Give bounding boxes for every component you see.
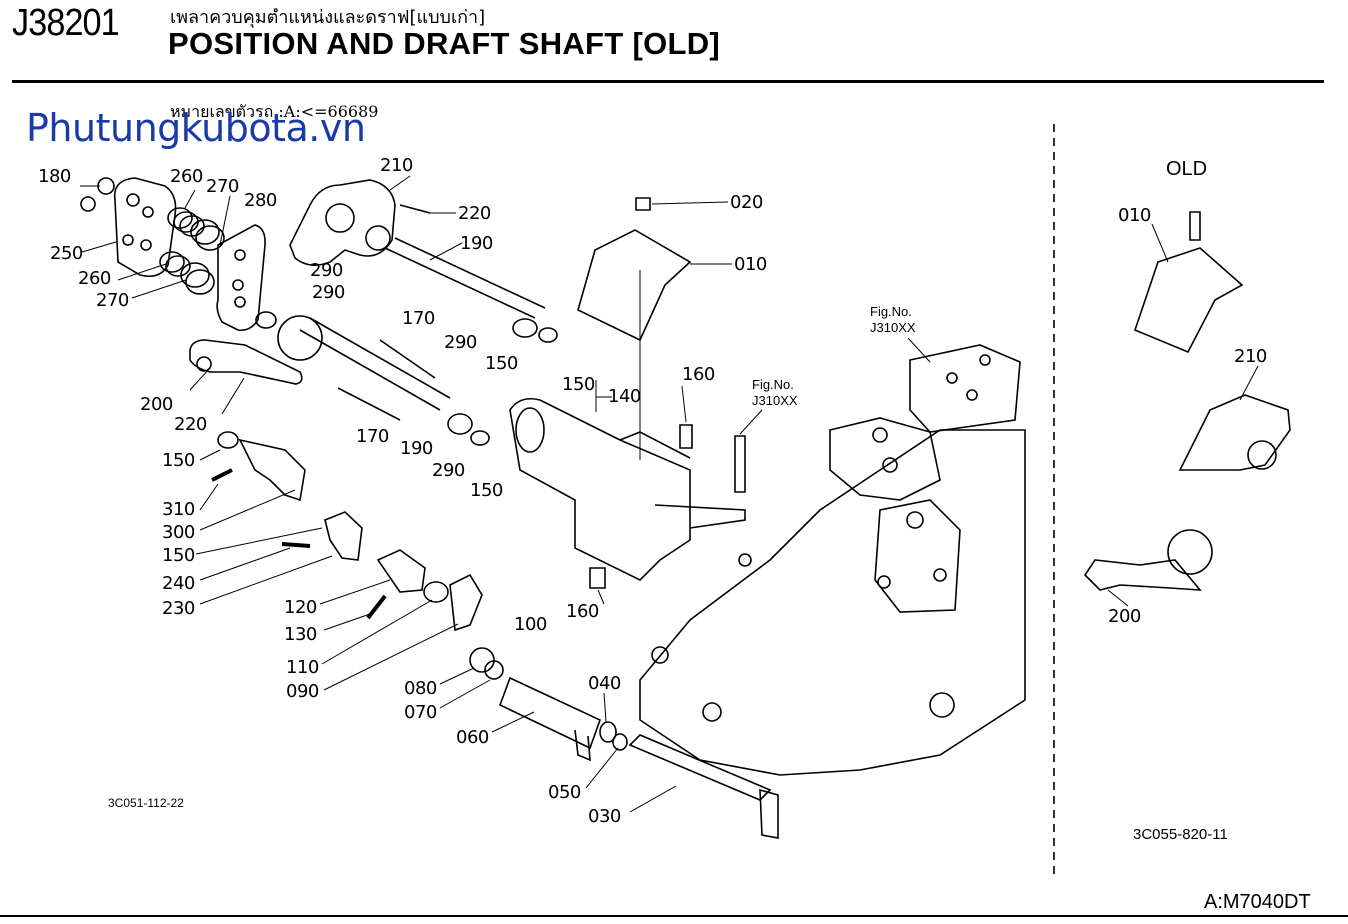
fig-ref-line: Fig.No. — [752, 377, 794, 392]
bracket-arm — [654, 504, 746, 529]
part-label: 170 — [402, 308, 435, 329]
figure-ref-b: Fig.No. J310XX — [752, 377, 798, 409]
shaft-190-upper — [384, 237, 546, 319]
valve-block — [909, 344, 1021, 433]
part-label: 080 — [404, 678, 437, 699]
part-label: 120 — [284, 597, 317, 618]
part-label: 310 — [162, 499, 195, 520]
arm-200 — [189, 339, 303, 385]
part-label: 160 — [566, 601, 599, 622]
bolts-170 — [337, 339, 436, 421]
part-label: 090 — [286, 681, 319, 702]
part-label: 220 — [458, 203, 491, 224]
drawing-code-left: 3C051-112-22 — [108, 796, 184, 810]
fig-ref-line: J310XX — [752, 393, 798, 408]
part-label: 200 — [1108, 606, 1141, 627]
header-divider — [12, 80, 1324, 83]
model-code: A:M7040DT — [1204, 891, 1311, 913]
part-label: 170 — [356, 426, 389, 447]
part-label: 240 — [162, 573, 195, 594]
part-label: 290 — [312, 282, 345, 303]
bracket-140 — [509, 397, 691, 581]
part-label: 050 — [548, 782, 581, 803]
page-title: POSITION AND DRAFT SHAFT [OLD] — [168, 26, 721, 61]
part-label: 150 — [485, 353, 518, 374]
shaft-060 — [498, 676, 601, 750]
drawing-code-right: 3C055-820-11 — [1133, 826, 1228, 843]
part-label: 020 — [730, 192, 763, 213]
part-label: 040 — [588, 673, 621, 694]
part-label: 270 — [206, 176, 239, 197]
old-arm-210 — [1178, 394, 1291, 471]
footer-rule — [0, 915, 1348, 917]
lever-240 — [324, 511, 363, 561]
watermark-logo: Phutungkubota.vn — [26, 106, 366, 150]
old-arm-200 — [1083, 559, 1202, 591]
part-label: 150 — [562, 374, 595, 395]
part-label: 210 — [380, 155, 413, 176]
part-label: 300 — [162, 522, 195, 543]
serial-condition: หมายเลขตัวรถ.:A:<=66689 — [170, 102, 379, 121]
part-label: 280 — [244, 190, 277, 211]
part-label: 030 — [588, 806, 621, 827]
part-label: 150 — [162, 450, 195, 471]
part-label: 290 — [432, 460, 465, 481]
part-label: 250 — [50, 243, 83, 264]
housing — [639, 429, 1026, 776]
part-label: 140 — [608, 386, 641, 407]
part-label: 260 — [170, 166, 203, 187]
fig-ref-line: Fig.No. — [870, 304, 912, 319]
shaft-030 — [628, 734, 772, 801]
lever-300 — [238, 438, 306, 502]
part-label: 190 — [460, 233, 493, 254]
old-panel-label: OLD — [1166, 158, 1208, 180]
part-label: 150 — [162, 545, 195, 566]
part-label: 200 — [140, 394, 173, 415]
shaft-190-lower — [299, 317, 451, 411]
page-code: J38201 — [12, 2, 120, 44]
part-label: 190 — [400, 438, 433, 459]
part-label: 290 — [310, 260, 343, 281]
part-label: 100 — [514, 614, 547, 635]
part-label: 150 — [470, 480, 503, 501]
part-label: 010 — [1118, 205, 1151, 226]
part-label: 260 — [78, 268, 111, 289]
sleeve-120 — [376, 549, 426, 593]
plate-280 — [216, 224, 266, 332]
old-cover-010 — [1134, 247, 1244, 354]
part-label: 210 — [1234, 346, 1267, 367]
part-label: 180 — [38, 166, 71, 187]
leader-lines — [80, 175, 1259, 813]
figure-ref-a: Fig.No. J310XX — [870, 304, 916, 336]
fig-ref-line: J310XX — [870, 320, 916, 335]
plate-110 — [449, 573, 483, 632]
part-label: 230 — [162, 598, 195, 619]
part-label: 070 — [404, 702, 437, 723]
cover-010 — [577, 229, 692, 342]
arm-210 — [289, 179, 396, 266]
part-label: 060 — [456, 727, 489, 748]
part-label: 270 — [96, 290, 129, 311]
part-label: 220 — [174, 414, 207, 435]
springs — [159, 207, 225, 295]
part-label: 290 — [444, 332, 477, 353]
part-label: 160 — [682, 364, 715, 385]
part-label: 010 — [734, 254, 767, 275]
part-label: 130 — [284, 624, 317, 645]
plate-250 — [113, 177, 177, 278]
part-label: 110 — [286, 657, 319, 678]
page-title-thai: เพลาควบคุมตำแหน่งและดราฟ[แบบเก่า] — [170, 7, 486, 28]
